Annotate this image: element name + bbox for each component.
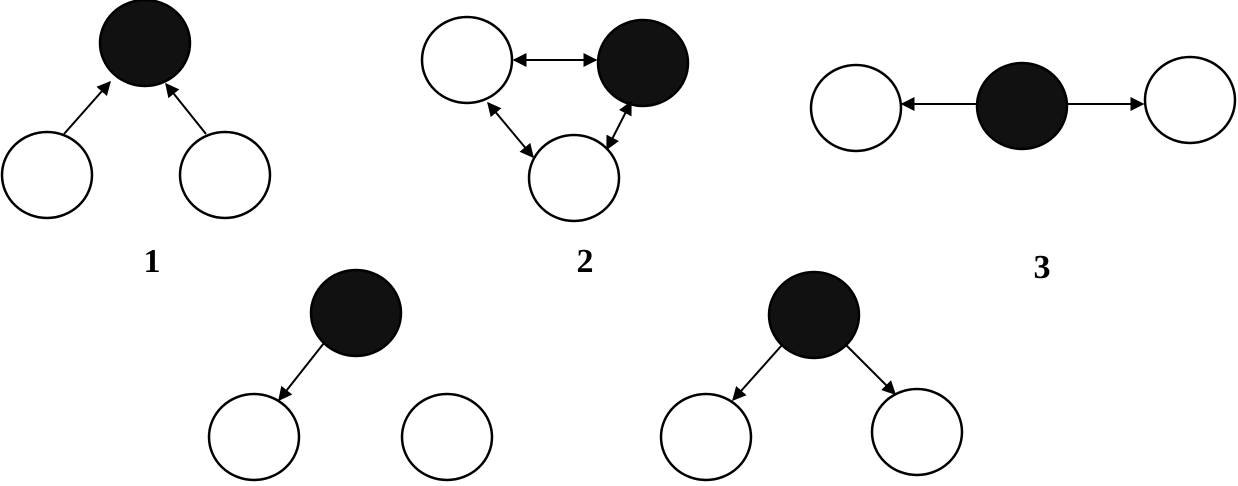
panel-2-top-left-node: [420, 15, 514, 105]
panel-4: [207, 268, 494, 482]
panel-3-right-node: [1143, 55, 1237, 145]
panel-1: 1: [0, 0, 272, 280]
panel-4-right-node: [400, 392, 494, 482]
panel-5-left-arrow: [732, 344, 783, 402]
panel-2-filled-node: [596, 18, 690, 108]
panel-2-left-arrow: [487, 101, 534, 159]
panel-5-filled-node: [767, 270, 861, 360]
panel-1-right-arrow: [165, 82, 207, 135]
panel-2-right-arrow: [606, 100, 632, 151]
panel-1-right-node: [178, 130, 272, 220]
panel-4-arrow: [278, 342, 325, 402]
panel-2: 2: [420, 15, 690, 280]
panel-1-label: 1: [144, 243, 161, 280]
panel-5-right-arrow: [845, 344, 896, 395]
panel-3-left-node: [809, 63, 903, 153]
panel-3-label: 3: [1034, 249, 1051, 286]
panel-5: [659, 270, 964, 482]
panel-1-filled-node: [98, 0, 192, 88]
panel-3: 3: [809, 55, 1237, 286]
panel-5-left-node: [659, 392, 753, 482]
panel-5-right-node: [870, 387, 964, 477]
panel-4-left-node: [207, 392, 301, 482]
panel-3-filled-node: [975, 61, 1069, 151]
panel-2-label: 2: [577, 243, 594, 280]
panel-4-filled-node: [309, 268, 403, 358]
panel-1-left-arrow: [63, 80, 111, 135]
panel-1-left-node: [0, 130, 94, 220]
panel-2-bottom-node: [527, 133, 621, 223]
